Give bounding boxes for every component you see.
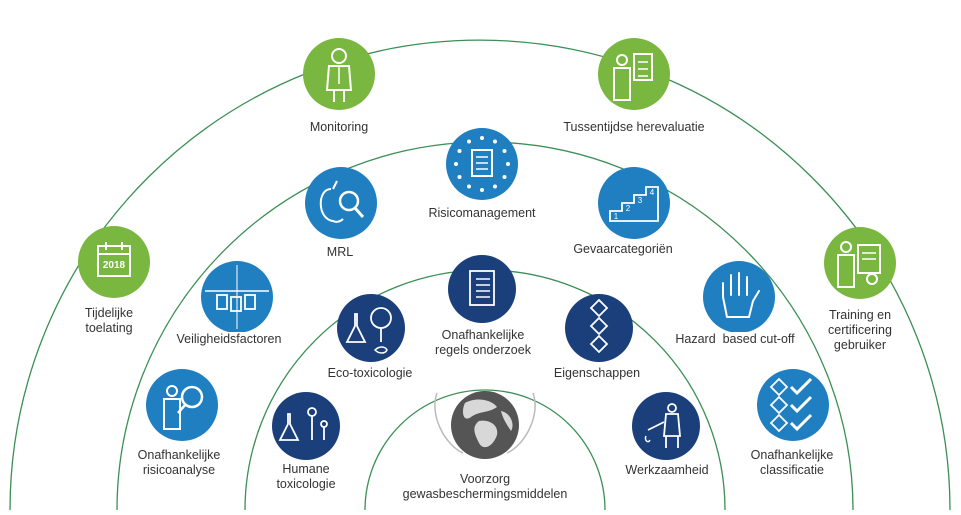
center-label-line1: Voorzorg (459, 472, 511, 486)
classificatie-label-line1: Onafhankelijke (750, 448, 834, 462)
hand-stop-icon (703, 261, 775, 333)
classificatie-label-line2: classificatie (760, 463, 824, 477)
certificate-icon (824, 227, 896, 299)
risicoanalyse-label-line2: risicoanalyse (142, 463, 216, 477)
risicoanalyse-label-line1: Onafhankelijke (137, 448, 221, 462)
steps-chart-icon: 1 2 3 4 (598, 167, 670, 239)
presenter-magnifier-icon (146, 369, 218, 441)
svg-text:3: 3 (638, 196, 643, 205)
flask-tree-fish-icon (337, 294, 405, 362)
monitoring-label: Monitoring (306, 120, 372, 135)
humane-label-line2: toxicologie (276, 477, 336, 491)
training-label-line2: certificering (828, 323, 892, 337)
apple-magnifier-icon (305, 167, 377, 239)
eu-star (506, 162, 510, 166)
tags-icon (201, 261, 273, 333)
veiligheid-label: Veiligheidsfactoren (173, 332, 285, 347)
training-label-line3: gebruiker (833, 338, 887, 352)
flask-people-icon (272, 392, 340, 460)
classificatie-label: Onafhankelijke classificatie (751, 448, 834, 478)
eu-star (480, 188, 484, 192)
inspector-icon (303, 38, 375, 110)
hazard-checklist-icon (757, 369, 829, 441)
clipboard-checklist-icon (598, 38, 670, 110)
eu-document-icon (446, 128, 518, 200)
humane-label-line1: Humane (282, 462, 330, 476)
tijdelijke-label-line2: toelating (85, 321, 133, 335)
svg-text:1: 1 (614, 212, 619, 221)
eu-star (457, 149, 462, 153)
training-label: Training en certificering gebruiker (828, 308, 892, 353)
eu-star (467, 139, 471, 144)
training-label-line1: Training en (828, 308, 892, 322)
mrl-label: MRL (326, 245, 354, 259)
svg-text:2018: 2018 (103, 260, 126, 271)
eu-star (502, 149, 507, 153)
regels-label: Onafhankelijke regels onderzoek (435, 328, 531, 358)
outer-arc (9, 39, 951, 511)
eu-star (457, 175, 462, 179)
center-label-line2: gewasbeschermingsmiddelen (402, 487, 568, 501)
svg-text:4: 4 (650, 188, 655, 197)
regels-label-line1: Onafhankelijke (441, 328, 525, 342)
sprayer-person-icon (632, 392, 700, 460)
document-list-icon (448, 255, 516, 323)
eu-star (493, 184, 497, 189)
werkzaamheid-label: Werkzaamheid (625, 463, 709, 477)
eu-star (467, 184, 471, 189)
hazard-diamonds-icon (565, 294, 633, 362)
tijdelijke-label-line1: Tijdelijke (84, 306, 134, 320)
calendar-2018-icon: 2018 (78, 226, 150, 298)
center-arc (364, 389, 606, 511)
eu-star (502, 175, 507, 179)
humane-label: Humane toxicologie (276, 462, 335, 492)
eu-star (454, 162, 458, 166)
tussentijdse-label: Tussentijdse herevaluatie (560, 120, 708, 135)
eu-star (493, 139, 497, 144)
regels-label-line2: regels onderzoek (435, 343, 531, 357)
gevaar-label: Gevaarcategoriën (570, 242, 676, 257)
globe-hands-icon (434, 391, 536, 459)
risicoanalyse-label: Onafhankelijke risicoanalyse (138, 448, 221, 478)
center-label: Voorzorg gewasbeschermingsmiddelen (403, 472, 568, 502)
tijdelijke-label: Tijdelijke toelating (85, 306, 133, 336)
eigenschappen-label: Eigenschappen (550, 366, 644, 381)
risicomanagement-label: Risicomanagement (425, 206, 539, 221)
svg-text:2: 2 (626, 204, 631, 213)
hazard-label: Hazard based cut-off (672, 332, 798, 347)
eco-label: Eco-toxicologie (324, 366, 416, 381)
eu-star (480, 136, 484, 140)
